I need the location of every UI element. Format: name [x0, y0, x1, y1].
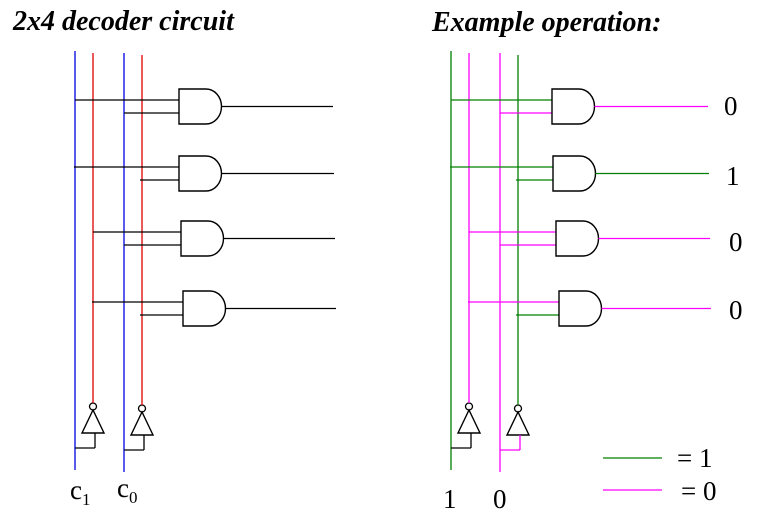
input-value-c1: 1 [443, 484, 457, 514]
not-gate-c1 [456, 408, 482, 434]
and-gate-2 [180, 220, 225, 257]
legend-label-one: = 1 [677, 443, 712, 473]
and-gate-1 [552, 155, 597, 192]
right-title: Example operation: [431, 7, 661, 38]
input-label-c1: c1 [70, 475, 90, 509]
and-gate-0 [551, 88, 596, 125]
example-operation-circuit [450, 51, 711, 472]
not-gate-c0 [505, 410, 531, 436]
not-gate-c0 [129, 410, 155, 436]
and-gate-1 [178, 155, 223, 192]
left-title: 2x4 decoder circuit [12, 6, 235, 37]
output-value-1: 1 [726, 161, 740, 191]
output-value-3: 0 [729, 295, 743, 325]
legend-label-zero: = 0 [681, 476, 716, 506]
and-gate-3 [182, 290, 227, 327]
and-gate-2 [555, 220, 600, 257]
decoder-circuit [74, 51, 336, 472]
input-value-c0: 0 [493, 484, 507, 514]
output-value-0: 0 [724, 91, 738, 121]
and-gate-3 [558, 290, 603, 327]
output-value-2: 0 [729, 227, 743, 257]
input-label-c0: c0 [117, 473, 137, 507]
not-gate-c1 [80, 408, 106, 434]
legend: = 1 = 0 [603, 443, 716, 506]
and-gate-0 [178, 88, 223, 125]
